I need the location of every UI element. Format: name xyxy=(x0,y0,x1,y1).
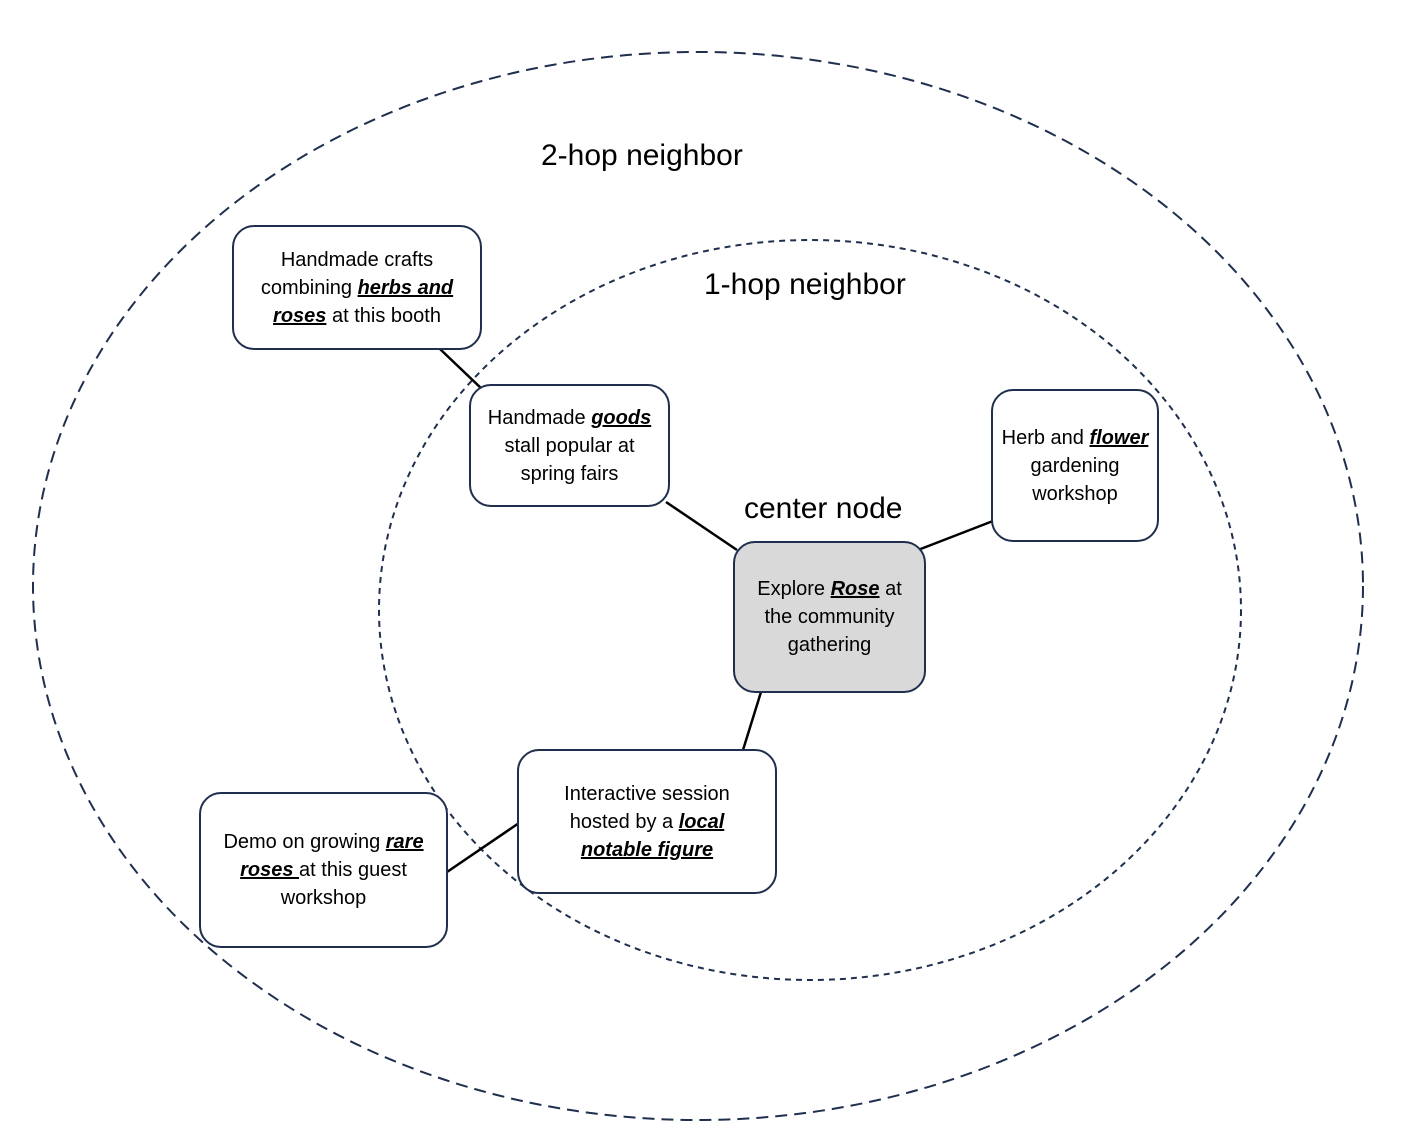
node-session-keyword: local notable figure xyxy=(580,810,725,861)
one-hop-ring xyxy=(378,239,1242,981)
node-demo-post: at this guest workshop xyxy=(280,859,407,909)
node-demo-pre: Demo on growing xyxy=(223,831,386,853)
node-demo-text: Demo on growing rare roses at this guest… xyxy=(213,828,434,912)
one-hop-label: 1-hop neighbor xyxy=(704,268,906,301)
node-center-text: Explore Rose at the community gathering xyxy=(747,575,912,659)
node-center: Explore Rose at the community gathering xyxy=(733,541,926,693)
node-session-pre: Interactive session hosted by a xyxy=(564,782,730,833)
node-goods-text: Handmade goods stall popular at spring f… xyxy=(481,404,658,488)
node-session-text: Interactive session hosted by a local no… xyxy=(549,780,745,864)
node-flower: Herb and flower gardening workshop xyxy=(991,389,1159,542)
node-crafts-text: Handmade crafts combining herbs and rose… xyxy=(240,246,474,330)
two-hop-ring xyxy=(32,51,1364,1121)
node-center-post: at the community gathering xyxy=(764,578,902,656)
node-flower-post: gardening workshop xyxy=(1030,454,1120,505)
node-goods-keyword: goods xyxy=(591,406,652,429)
edge-crafts-goods xyxy=(439,348,484,391)
node-demo: Demo on growing rare roses at this guest… xyxy=(199,792,448,948)
node-crafts-post: at this booth xyxy=(326,304,441,327)
node-crafts-pre: Handmade crafts combining xyxy=(260,248,434,299)
edge-goods-center xyxy=(665,500,738,552)
edge-session-demo xyxy=(446,821,520,874)
center-node-label: center node xyxy=(744,492,903,525)
node-flower-text: Herb and flower gardening workshop xyxy=(999,424,1151,508)
node-center-keyword: Rose xyxy=(830,578,880,600)
edge-center-session xyxy=(741,691,763,751)
node-goods-pre: Handmade xyxy=(487,406,592,429)
node-crafts: Handmade crafts combining herbs and rose… xyxy=(232,225,482,350)
node-demo-keyword: rare roses xyxy=(240,831,424,881)
node-session: Interactive session hosted by a local no… xyxy=(517,749,777,894)
node-flower-pre: Herb and xyxy=(1001,426,1090,449)
node-crafts-keyword: herbs and roses xyxy=(273,276,454,327)
edge-flower-center xyxy=(917,519,994,552)
node-flower-keyword: flower xyxy=(1089,426,1149,449)
two-hop-label: 2-hop neighbor xyxy=(541,139,743,172)
node-goods-post: stall popular at spring fairs xyxy=(504,434,635,485)
node-goods: Handmade goods stall popular at spring f… xyxy=(469,384,670,507)
node-center-pre: Explore xyxy=(757,578,831,600)
